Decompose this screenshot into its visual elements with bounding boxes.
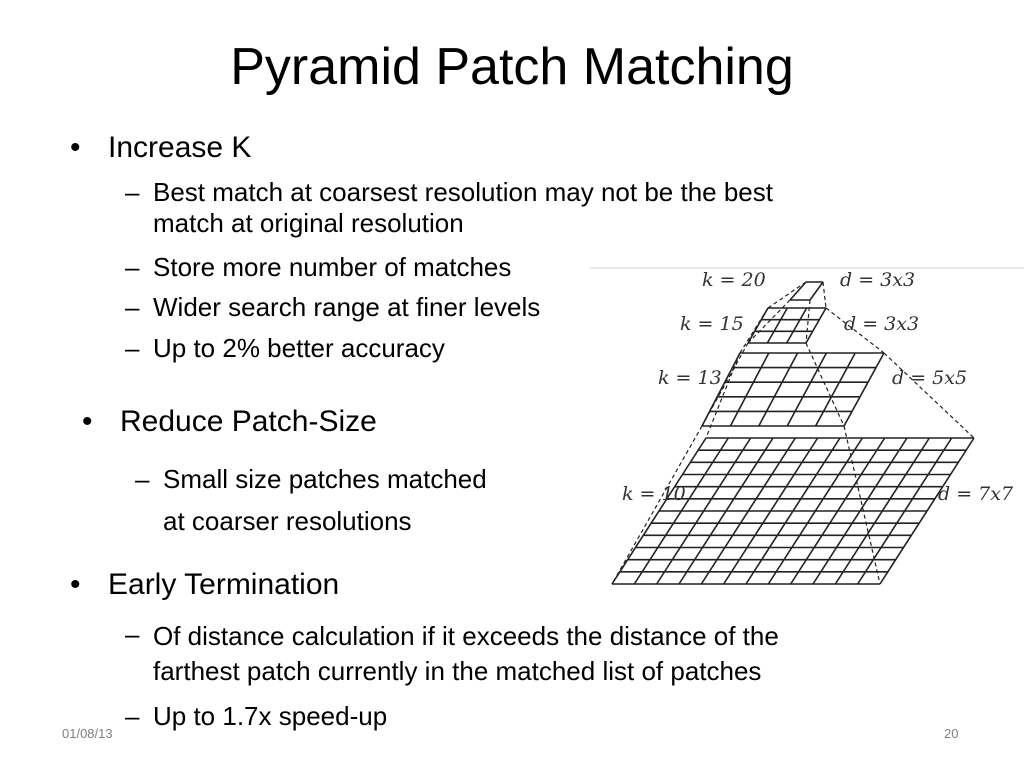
pyramid-edge (825, 307, 885, 354)
level-1-k-label: k = 20 (702, 269, 766, 291)
level-2-d-label: d = 3x3 (844, 313, 919, 335)
sub-bullet-text: Up to 2% better accuracy (153, 333, 445, 363)
bullet-dot: • (82, 405, 93, 438)
grid-line (766, 307, 789, 344)
grid-line (809, 281, 824, 301)
dash: – (125, 252, 140, 282)
grid-line (789, 281, 807, 301)
dash: – (125, 292, 140, 322)
level-3-k-label: k = 13 (658, 367, 722, 389)
bullet-dot: • (70, 131, 81, 164)
footer-date: 01/08/13 (62, 726, 113, 741)
sub-bullet-text: Wider search range at finer levels (153, 292, 541, 322)
grid-line (843, 352, 885, 427)
bullet-heading: Reduce Patch-Size (120, 405, 377, 438)
pyramid-figure: k = 20 d = 3x3 k = 15 d = 3x3 k = 13 d =… (590, 267, 1024, 585)
level-3-d-label: d = 5x5 (892, 367, 967, 389)
pyramid-edge (805, 342, 845, 427)
bullet-dot: • (70, 568, 81, 601)
pyramid-edge (822, 281, 827, 309)
pyramid-edge (747, 299, 791, 344)
pyramid-edge (805, 299, 811, 344)
grid-line (856, 437, 953, 585)
dash: – (125, 177, 140, 207)
bullet-heading: Increase K (108, 131, 252, 164)
bullet-heading: Early Termination (108, 568, 340, 601)
level-1-d-label: d = 3x3 (840, 269, 915, 291)
grid-line (785, 307, 808, 344)
pyramid-edge (883, 352, 975, 439)
grid-line (805, 307, 827, 344)
dash: – (125, 619, 140, 649)
footer-page-number: 20 (944, 726, 959, 741)
grid-line (758, 352, 799, 427)
level-4-d-label: d = 7x7 (938, 483, 1014, 505)
sub-bullet-text: Best match at coarsest resolution may no… (153, 177, 773, 238)
dash: – (125, 701, 140, 731)
level-4-k-label: k = 10 (622, 483, 686, 505)
sub-bullet-text: Up to 1.7x speed-up (153, 701, 388, 731)
slide-title: Pyramid Patch Matching (230, 38, 794, 96)
grid-line (814, 352, 856, 427)
sub-bullet-text: Store more number of matches (153, 252, 512, 282)
grid-line (701, 352, 741, 427)
pyramid-edge (611, 425, 703, 585)
grid-line (879, 437, 975, 585)
sub-bullet-text: Small size patches matched at coarser re… (163, 464, 487, 536)
dash: – (125, 333, 140, 363)
grid-line (786, 352, 828, 427)
dash: – (135, 464, 150, 494)
grid-line (747, 307, 769, 344)
level-2-k-label: k = 15 (680, 313, 744, 335)
sub-bullet-text: Of distance calculation if it exceeds th… (153, 621, 779, 686)
grid-line (729, 352, 770, 427)
pyramid-connectors (611, 281, 975, 585)
pyramid-grids (611, 281, 975, 585)
pyramid-edge (767, 281, 807, 309)
